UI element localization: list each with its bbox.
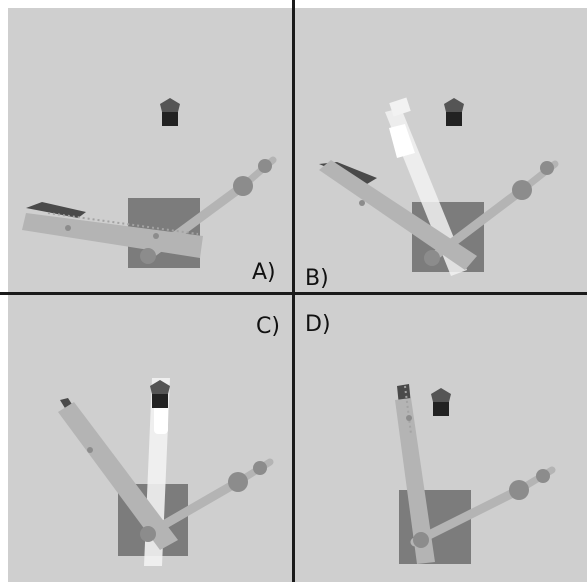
- ghost-arm: [385, 97, 467, 276]
- panel-label-b: B): [305, 266, 329, 291]
- panel-c-scene: [8, 294, 298, 582]
- panel-label-d: D): [305, 312, 331, 337]
- arm-marker: [406, 415, 412, 421]
- left-arm: [319, 160, 477, 270]
- left-arm: [395, 384, 435, 564]
- elbow-joint: [228, 472, 248, 492]
- wrist-joint: [540, 161, 554, 175]
- shoulder-joint: [424, 250, 440, 266]
- left-arm: [58, 398, 178, 550]
- wrist-joint: [258, 159, 272, 173]
- wrist-joint: [536, 469, 550, 483]
- panel-c: C): [8, 294, 298, 582]
- right-arm: [410, 466, 556, 547]
- vertical-divider: [292, 0, 295, 582]
- arm-marker: [359, 200, 365, 206]
- panel-b: B): [297, 8, 587, 296]
- elbow-joint: [512, 180, 532, 200]
- horizontal-divider: [0, 292, 587, 295]
- shoulder-joint: [140, 526, 156, 542]
- panel-b-scene: [297, 8, 587, 296]
- elbow-joint: [233, 176, 253, 196]
- arm-marker: [65, 225, 71, 231]
- wrist-joint: [253, 461, 267, 475]
- arm-marker: [87, 447, 93, 453]
- shoulder-joint: [140, 248, 156, 264]
- target-object: [431, 388, 451, 416]
- shoulder-joint: [413, 532, 429, 548]
- panel-a-scene: [8, 8, 298, 296]
- left-arm: [22, 202, 203, 264]
- arm-marker: [153, 233, 159, 239]
- target-object: [444, 98, 464, 126]
- panel-a: A): [8, 8, 298, 296]
- panel-d: D): [297, 294, 587, 582]
- panel-label-a: A): [252, 260, 276, 285]
- elbow-joint: [509, 480, 529, 500]
- panel-d-scene: [297, 294, 587, 582]
- target-object: [160, 98, 180, 126]
- target-object: [150, 380, 170, 408]
- panel-label-c: C): [256, 314, 280, 339]
